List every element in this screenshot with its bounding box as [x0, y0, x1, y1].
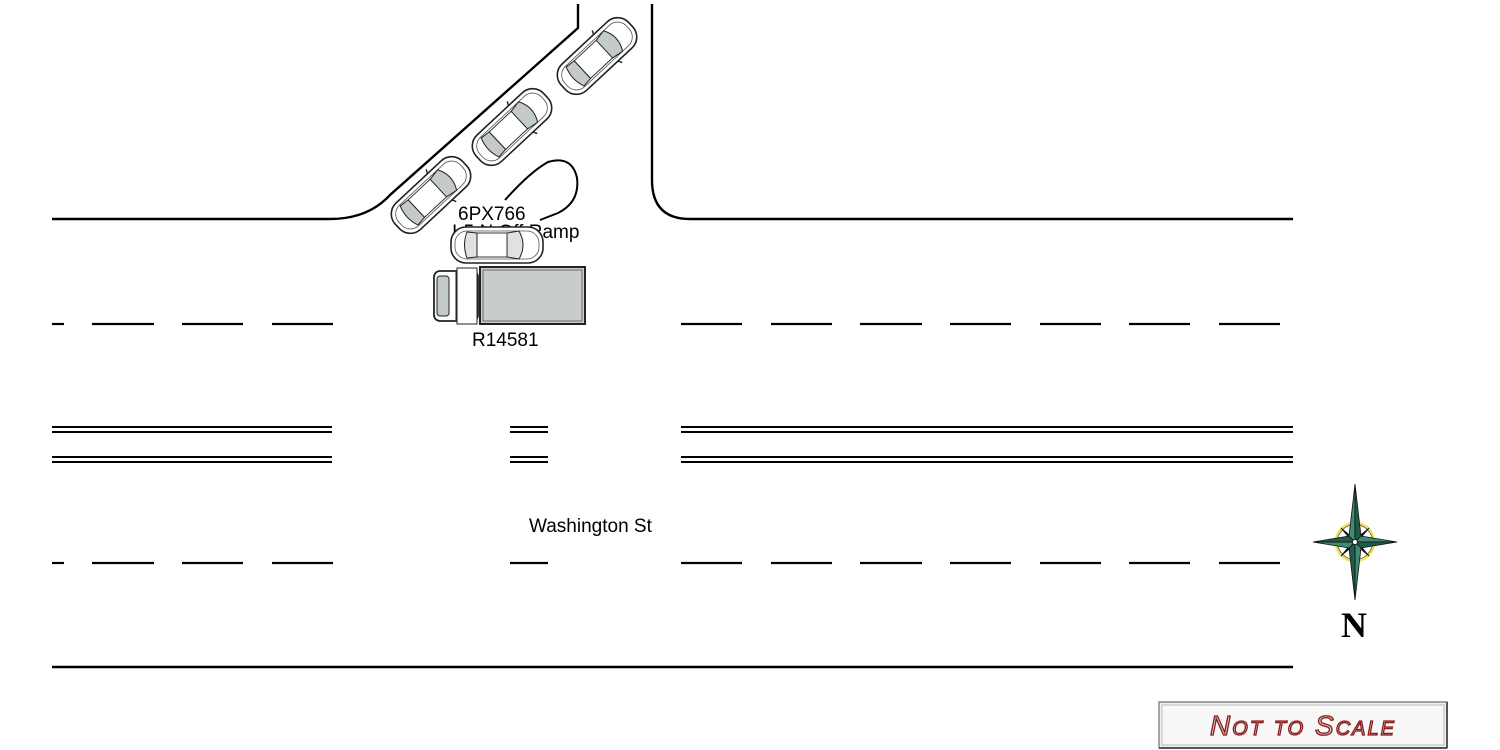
center-double-lines	[52, 426, 1293, 463]
truck-box	[479, 266, 586, 325]
car-plate-label: 6PX766	[458, 204, 526, 225]
scale-note-text: Not to Scale	[1210, 710, 1396, 741]
road-edge-north-east	[650, 4, 1293, 221]
scale-note-badge: Not to Scale	[1158, 701, 1448, 749]
street-label: Washington St	[529, 516, 653, 537]
car-path-arrow	[504, 159, 579, 221]
compass-north-letter: N	[1341, 605, 1367, 645]
road-edge-north-west	[52, 4, 580, 221]
ramp-car-2	[462, 78, 562, 176]
vehicle-truck-r14581	[433, 266, 586, 325]
vehicle-car-6px766	[450, 226, 544, 264]
lane-lines	[52, 322, 1293, 565]
ramp-car-1	[547, 7, 647, 105]
truck-plate-label: R14581	[472, 330, 539, 351]
road-edges	[52, 4, 1293, 669]
compass-rose	[1312, 483, 1398, 601]
